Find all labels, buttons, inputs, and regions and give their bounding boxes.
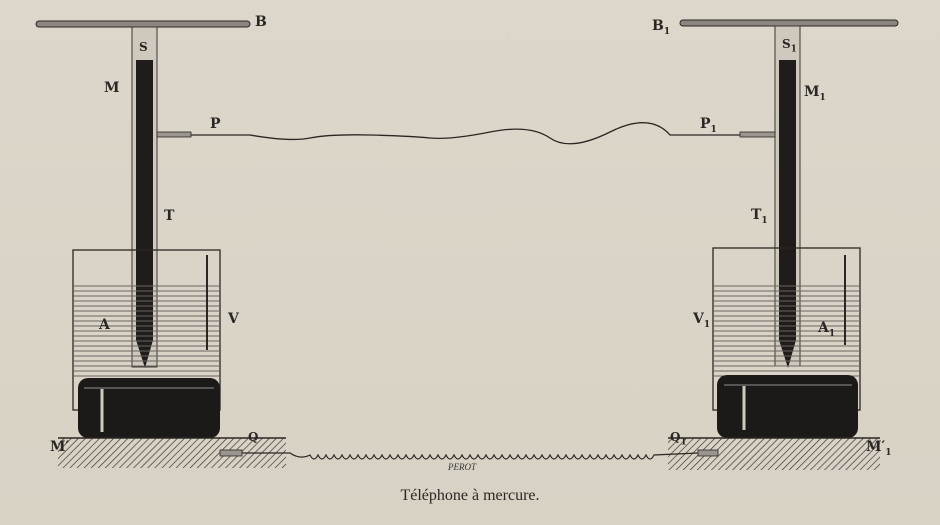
diaphragm-B1 (679, 19, 899, 27)
label-S: S (139, 40, 148, 54)
diaphragm-B (35, 20, 251, 28)
label-M1-prime: M′1 (866, 439, 892, 458)
engraver-signature: PEROT (448, 462, 476, 472)
label-P1: P1 (700, 116, 717, 135)
arm-P (156, 131, 192, 138)
label-V1: V1 (693, 311, 711, 330)
right-telephone (668, 19, 899, 470)
lower-wire (242, 452, 699, 460)
label-A1: A1 (818, 320, 836, 339)
figure-caption: Téléphone à mercure. (400, 487, 540, 504)
liquid-A (74, 285, 219, 380)
label-V: V (228, 311, 239, 327)
upper-wire (191, 122, 740, 145)
label-B1: B1 (652, 18, 671, 37)
liquid-A1 (714, 283, 859, 378)
mercury-column-M (136, 60, 153, 340)
label-S1: S1 (782, 37, 797, 55)
mercury-block-M1-prime (717, 375, 858, 438)
label-M1: M1 (804, 84, 826, 103)
label-Q: Q (248, 430, 259, 444)
label-M: M (104, 80, 120, 96)
arm-P1 (739, 131, 776, 138)
label-B: B (255, 14, 267, 30)
label-T1: T1 (751, 207, 768, 226)
label-T: T (164, 208, 175, 224)
left-telephone (35, 20, 286, 468)
label-Q1: Q1 (670, 430, 687, 448)
label-P: P (210, 116, 221, 132)
label-A: A (99, 317, 110, 333)
mercury-column-M1 (779, 60, 796, 340)
label-M-prime: M′ (50, 439, 70, 455)
mercury-block-M-prime (78, 378, 220, 438)
